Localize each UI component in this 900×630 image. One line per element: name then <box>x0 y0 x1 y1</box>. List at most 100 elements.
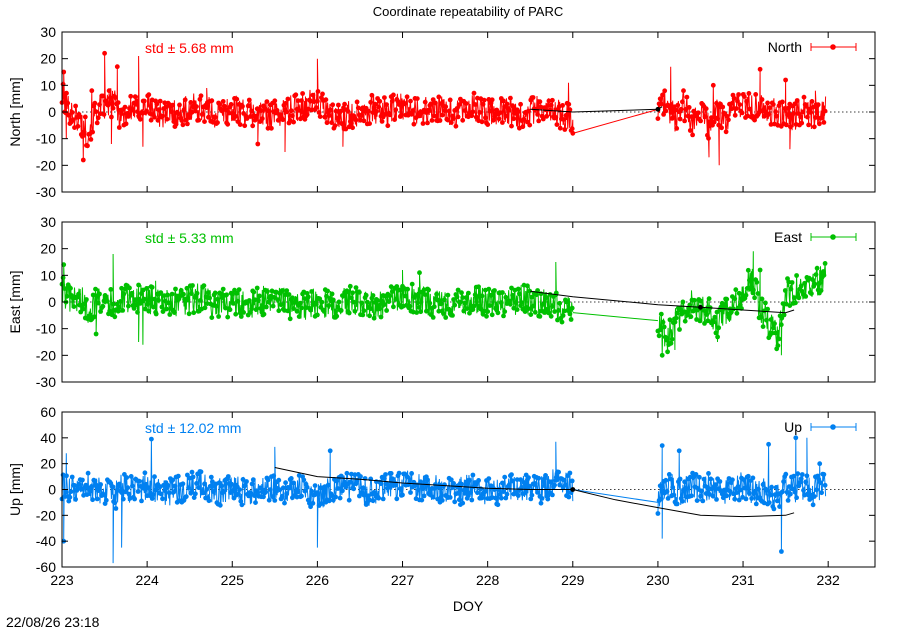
data-point <box>91 314 97 320</box>
data-point <box>795 111 801 116</box>
x-tick-label: 224 <box>135 572 159 588</box>
data-point <box>450 313 455 318</box>
data-point <box>682 479 687 485</box>
data-point <box>251 289 257 295</box>
data-point <box>483 115 488 121</box>
data-point <box>276 308 282 314</box>
data-point <box>225 314 231 320</box>
data-point <box>787 303 793 308</box>
data-point <box>194 290 200 296</box>
data-point <box>726 117 731 123</box>
data-point <box>88 137 94 142</box>
data-point <box>220 286 226 292</box>
data-point <box>275 297 281 303</box>
data-point <box>439 112 445 118</box>
data-point <box>200 490 206 496</box>
data-point <box>139 498 144 504</box>
data-point <box>684 94 690 100</box>
data-series-east <box>59 251 828 358</box>
data-point <box>90 497 95 503</box>
data-point <box>677 476 683 482</box>
data-point <box>349 295 354 301</box>
data-point <box>422 292 428 297</box>
data-point <box>486 476 492 481</box>
data-point <box>156 107 162 113</box>
data-point <box>325 288 330 294</box>
data-point <box>774 498 780 504</box>
data-point <box>501 98 506 104</box>
data-point <box>92 100 98 106</box>
data-point <box>327 448 333 454</box>
data-point <box>287 316 293 322</box>
data-point <box>204 487 210 492</box>
data-point <box>772 321 777 326</box>
data-point <box>543 107 548 113</box>
data-point <box>253 113 259 119</box>
data-point <box>769 484 774 490</box>
data-point <box>691 297 697 303</box>
data-point <box>109 114 114 120</box>
data-point <box>664 337 669 343</box>
data-point <box>387 293 393 299</box>
data-point <box>556 469 561 475</box>
data-point <box>157 98 163 104</box>
data-point <box>529 294 535 300</box>
data-point <box>389 476 395 482</box>
y-tick-label: 30 <box>40 214 56 230</box>
data-point <box>660 92 665 98</box>
data-point <box>110 105 116 111</box>
data-point <box>452 302 458 308</box>
y-axis-label: North [mm] <box>7 77 23 146</box>
data-point <box>816 476 822 482</box>
data-point <box>116 125 122 130</box>
data-point <box>556 308 561 313</box>
data-point <box>537 99 543 105</box>
trend-line <box>530 106 663 113</box>
data-point <box>245 103 251 109</box>
data-point <box>246 97 252 103</box>
data-point <box>508 301 513 307</box>
data-point <box>771 506 777 512</box>
data-point <box>146 92 152 98</box>
data-point <box>548 313 554 319</box>
legend: East <box>774 229 857 245</box>
y-tick-label: 30 <box>40 24 56 40</box>
data-point <box>76 481 82 487</box>
data-point <box>175 111 181 117</box>
data-point <box>733 287 739 293</box>
data-point <box>388 471 394 476</box>
data-point <box>132 297 138 303</box>
data-point <box>550 492 555 498</box>
data-point <box>103 497 109 503</box>
x-tick-label: 225 <box>221 572 245 588</box>
data-point <box>93 286 98 292</box>
data-point <box>497 492 503 497</box>
data-point <box>85 143 90 149</box>
data-point <box>528 496 534 502</box>
data-point <box>490 117 496 123</box>
data-point <box>794 495 799 501</box>
data-point <box>194 104 199 109</box>
data-point <box>298 116 303 122</box>
data-point <box>814 265 820 271</box>
data-point <box>107 308 113 314</box>
data-point <box>338 308 344 313</box>
data-point <box>261 311 267 317</box>
data-point <box>668 110 674 115</box>
data-point <box>332 123 338 129</box>
data-point <box>321 309 327 314</box>
data-point <box>455 114 461 120</box>
data-point <box>198 469 204 475</box>
data-point <box>670 484 676 490</box>
data-point <box>144 108 150 114</box>
data-point <box>569 478 575 484</box>
data-point <box>776 336 782 342</box>
data-point <box>518 101 523 107</box>
data-point <box>445 117 451 123</box>
data-point <box>793 300 798 306</box>
data-point <box>73 103 78 109</box>
data-point <box>802 280 807 286</box>
data-point <box>380 496 386 502</box>
data-point <box>439 498 445 503</box>
data-point <box>426 287 431 293</box>
